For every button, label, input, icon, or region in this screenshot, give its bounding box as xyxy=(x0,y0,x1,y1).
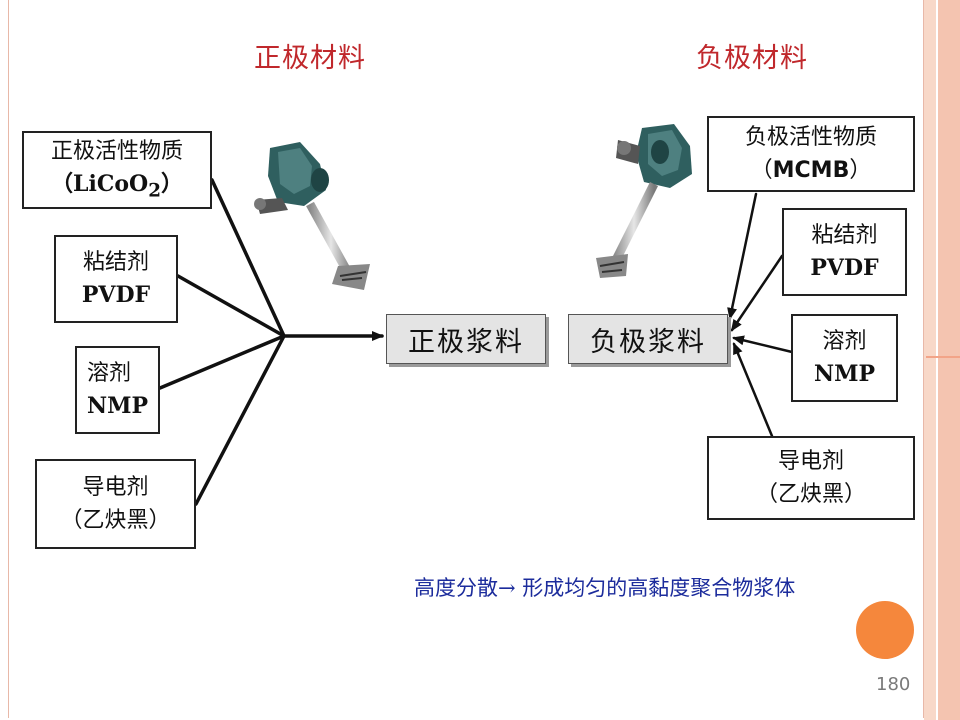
anode-solvent-box: 溶剂 NMP xyxy=(791,314,898,402)
cathode-binder-label: 粘结剂 xyxy=(82,250,149,275)
anode-conductor-label: 导电剂 xyxy=(777,449,844,474)
decorative-line xyxy=(926,356,960,358)
cathode-binder-box: 粘结剂 PVDF xyxy=(54,235,178,323)
decorative-stripe xyxy=(938,0,960,720)
anode-binder-label: 粘结剂 xyxy=(811,223,878,248)
anode-conductor-box: 导电剂 （乙炔黑） xyxy=(707,436,915,520)
anode-conductor-detail: （乙炔黑） xyxy=(755,482,866,507)
anode-active-material-box: 负极活性物质 （MCMB） xyxy=(707,116,915,192)
mixer-icon-left xyxy=(254,142,370,290)
cathode-title: 正极材料 xyxy=(254,43,366,74)
process-caption: 高度分散→ 形成均匀的高黏度聚合物浆体 xyxy=(414,576,796,600)
cathode-conductor-box: 导电剂 （乙炔黑） xyxy=(35,459,196,549)
page-number: 180 xyxy=(876,674,911,695)
anode-title: 负极材料 xyxy=(696,43,808,74)
anode-active-material-label: 负极活性物质 xyxy=(744,125,877,150)
cathode-conductor-label: 导电剂 xyxy=(82,475,149,500)
cathode-solvent-label: 溶剂 xyxy=(87,361,132,386)
mixer-icon-right xyxy=(596,124,692,278)
cathode-binder-code: PVDF xyxy=(81,282,151,308)
cathode-connector-lines xyxy=(158,178,384,506)
cathode-conductor-detail: （乙炔黑） xyxy=(60,508,171,533)
anode-slurry-box: 负极浆料 xyxy=(568,314,728,364)
decorative-orange-circle xyxy=(856,601,914,659)
cathode-solvent-code: NMP xyxy=(87,393,149,419)
anode-solvent-code: NMP xyxy=(813,361,875,387)
cathode-slurry-box: 正极浆料 xyxy=(386,314,546,364)
decorative-stripe xyxy=(924,0,936,720)
cathode-active-material-box: 正极活性物质 （LiCoO2） xyxy=(22,131,212,209)
anode-active-material-code: （MCMB） xyxy=(750,158,872,183)
cathode-active-material-label: 正极活性物质 xyxy=(50,139,183,165)
anode-solvent-label: 溶剂 xyxy=(822,329,867,354)
anode-binder-box: 粘结剂 PVDF xyxy=(782,208,907,296)
slide-frame xyxy=(8,0,924,718)
cathode-solvent-box: 溶剂 NMP xyxy=(75,346,160,434)
cathode-active-material-formula: （LiCoO2） xyxy=(51,171,183,202)
anode-binder-code: PVDF xyxy=(810,255,879,281)
anode-connector-lines xyxy=(727,192,794,438)
